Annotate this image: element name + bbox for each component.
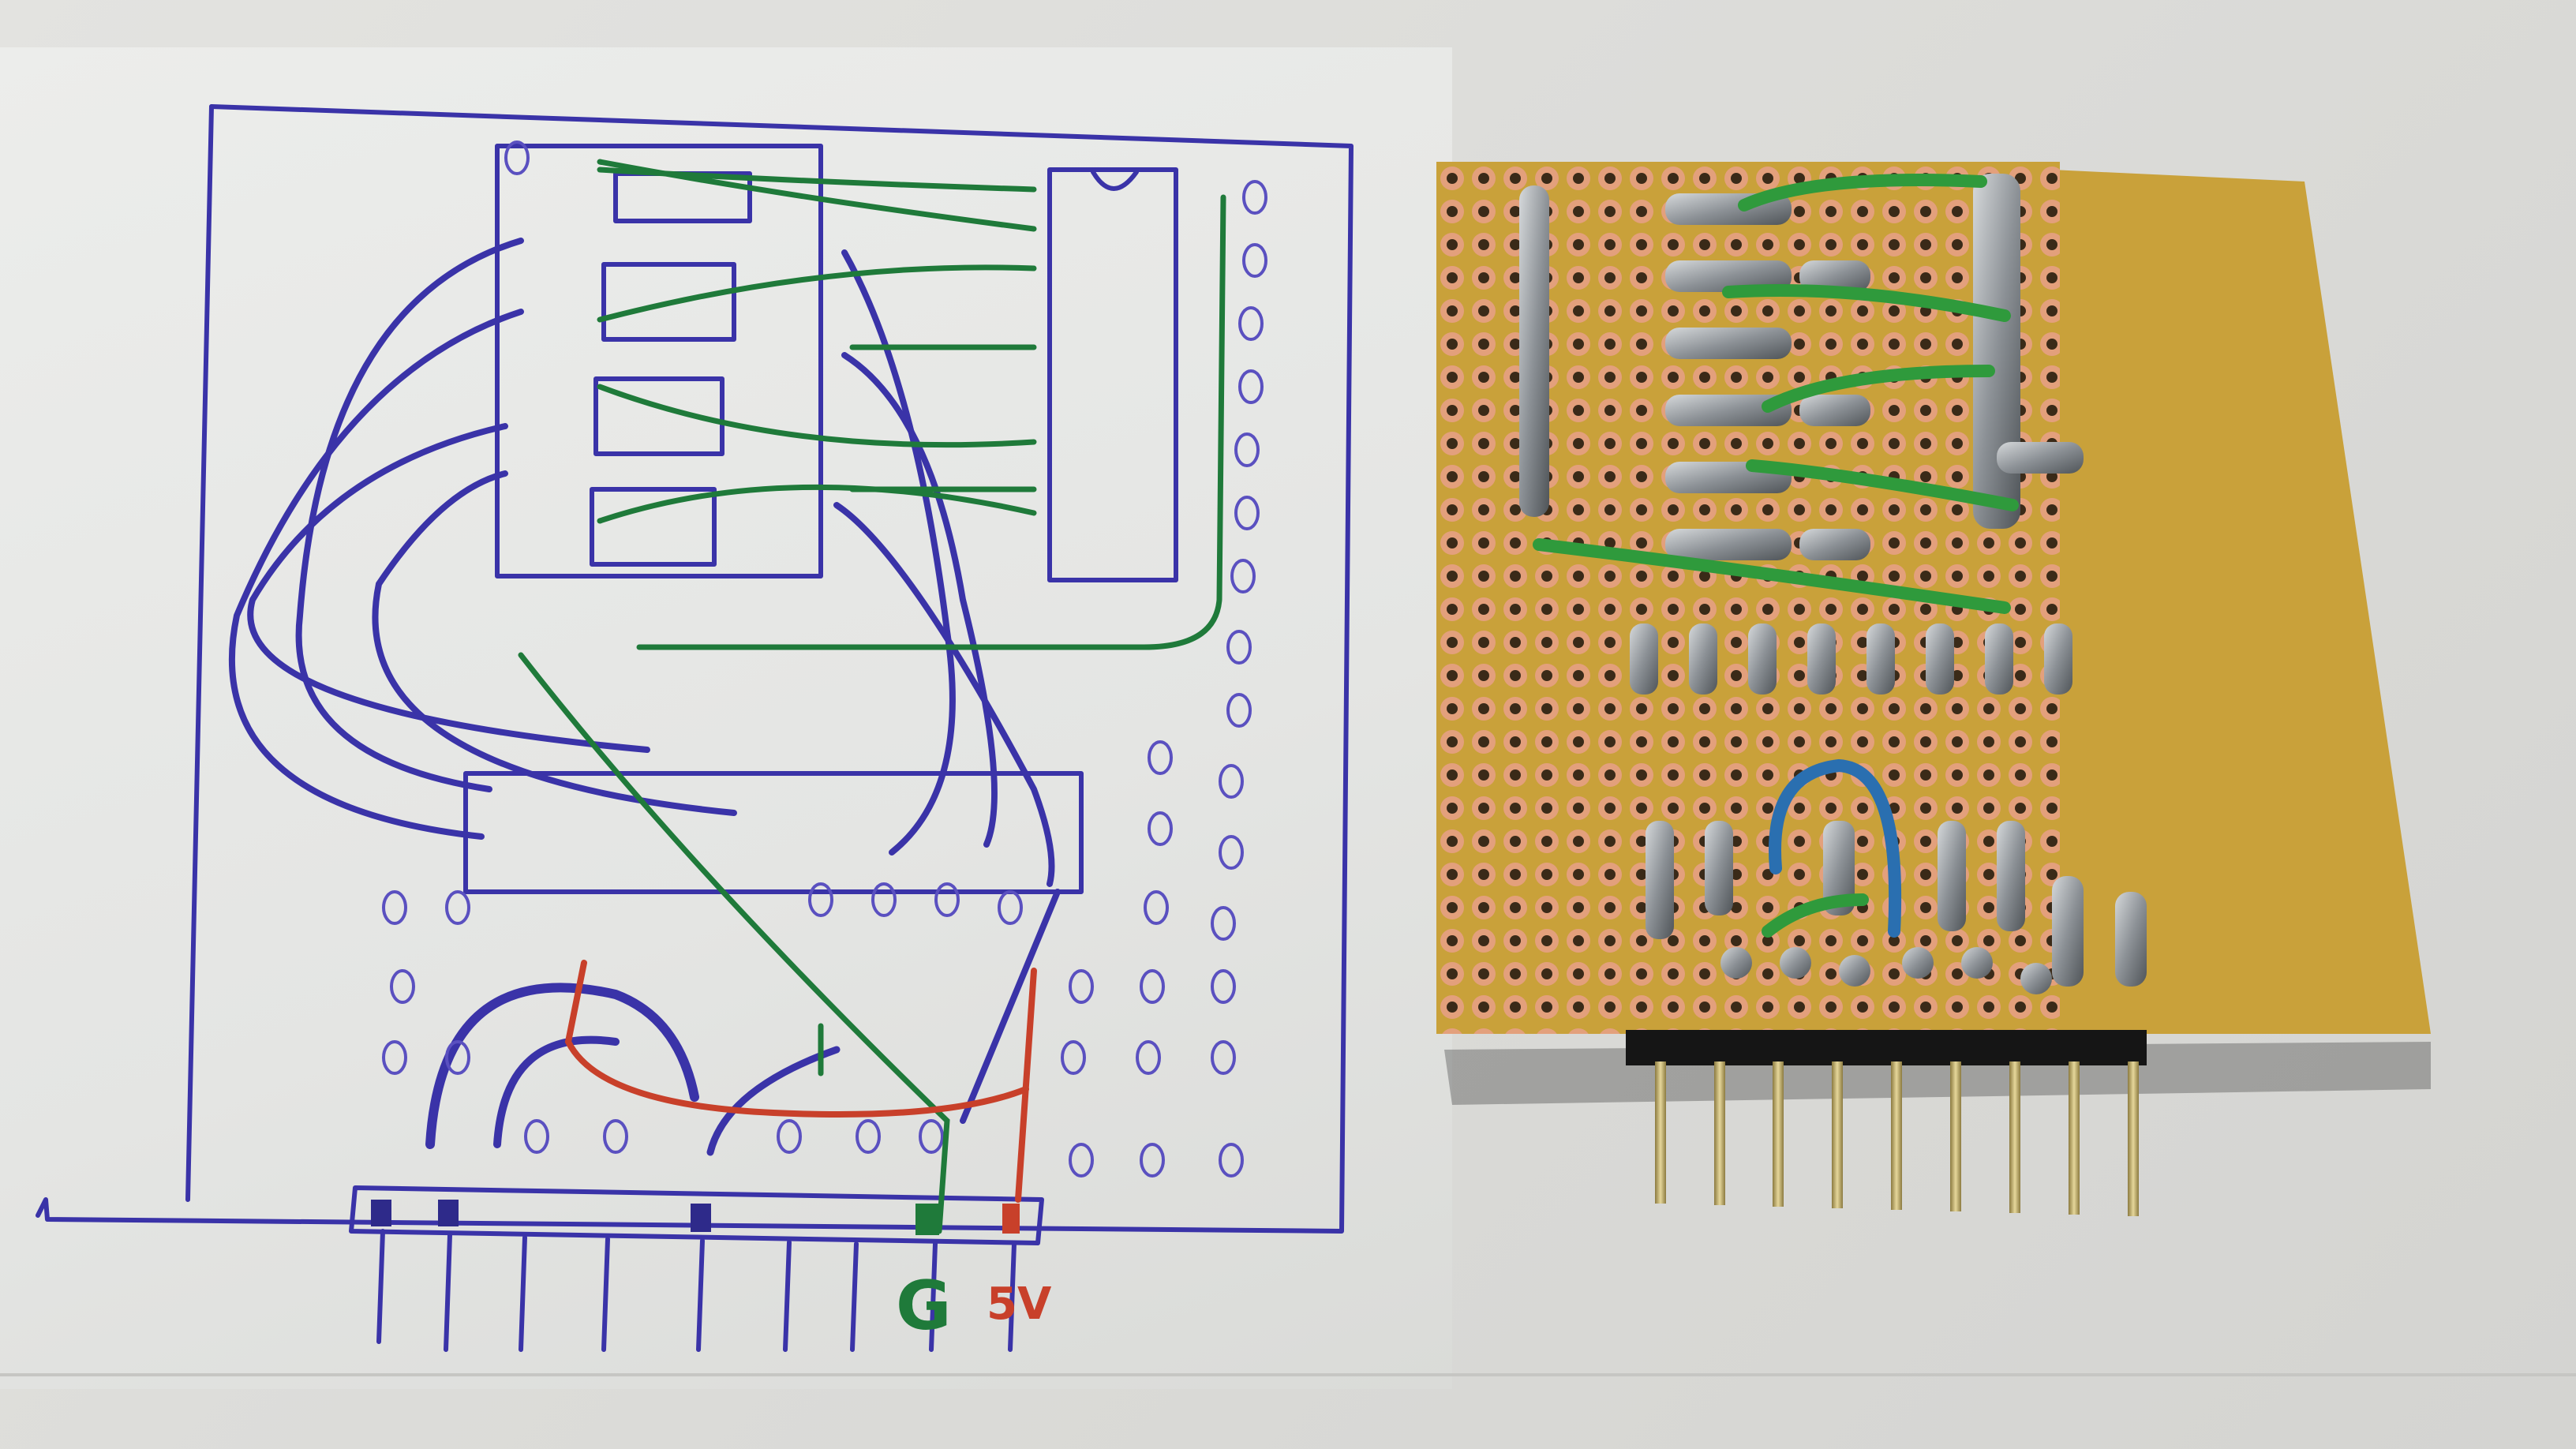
green-jumpers (1533, 174, 2019, 938)
board-blank-edge (2052, 170, 2431, 1034)
ground-pad (915, 1204, 939, 1235)
drawn-holes (382, 140, 1267, 1178)
header-pins (1655, 1061, 2139, 1216)
pin-header-body (1626, 1030, 2147, 1065)
power-label: 5V (987, 1279, 1052, 1330)
paper-edge (0, 1373, 2576, 1376)
ground-label: G (896, 1267, 952, 1346)
power-pad (1002, 1204, 1020, 1234)
blue-jumper (1769, 758, 1902, 938)
header-pads (371, 1200, 1020, 1235)
solder-joints (1519, 174, 2147, 994)
